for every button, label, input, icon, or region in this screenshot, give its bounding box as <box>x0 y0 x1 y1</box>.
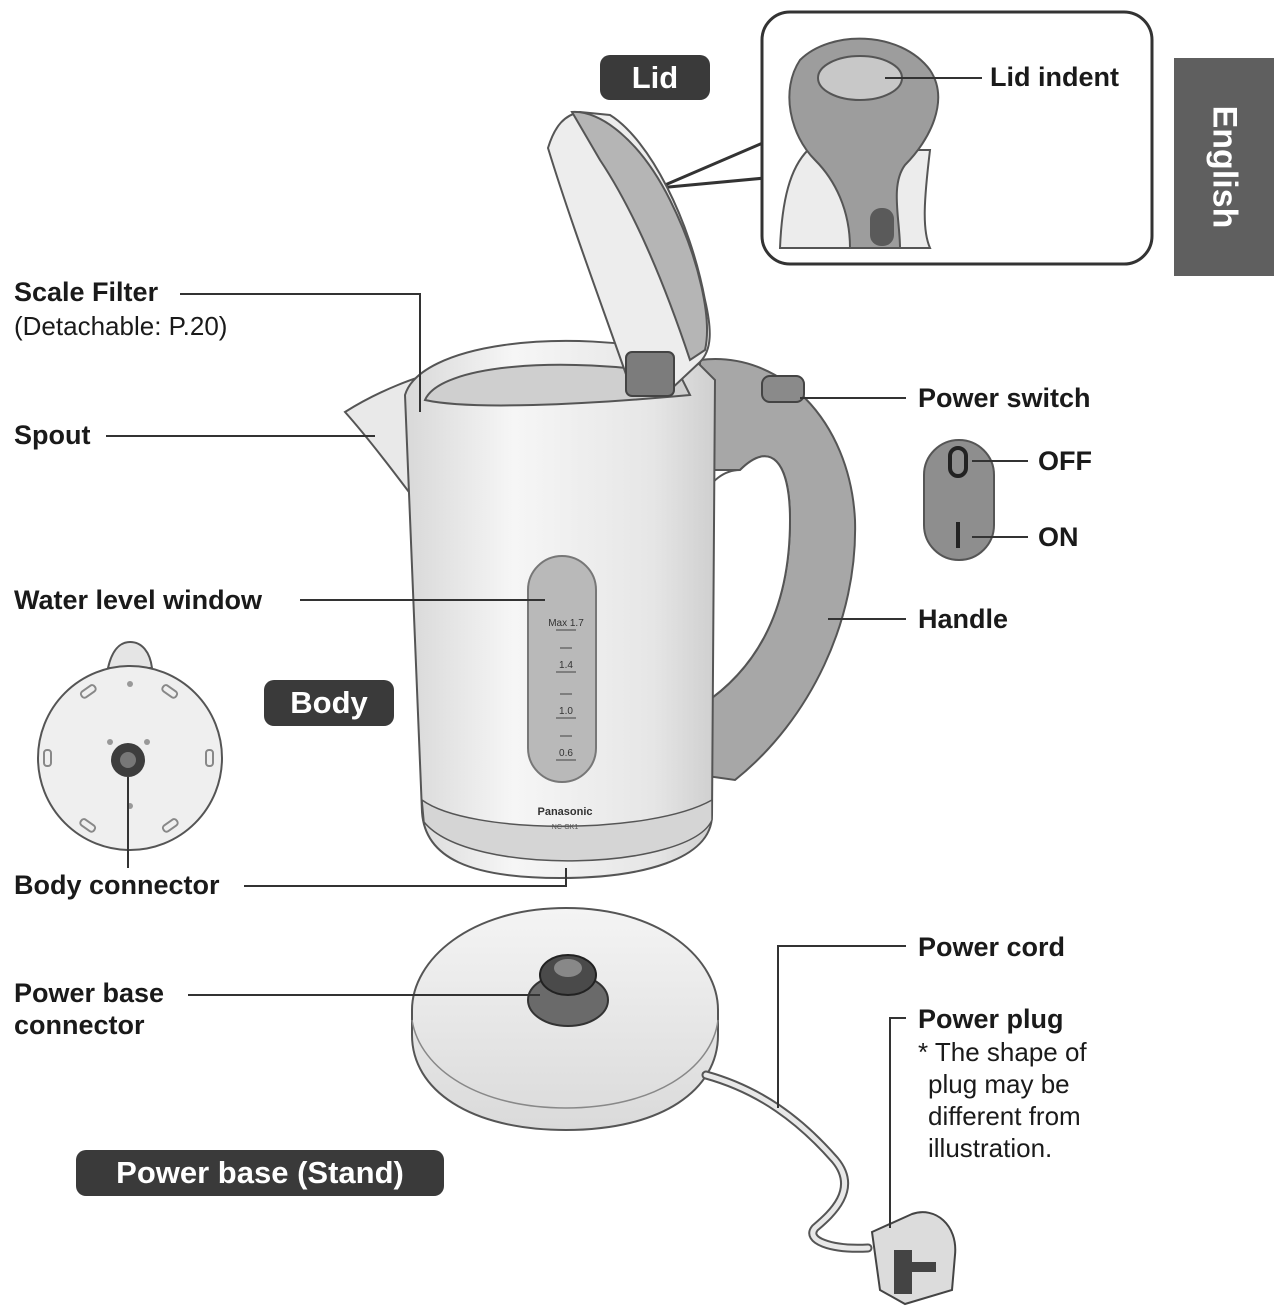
water-level-window <box>527 555 597 783</box>
water-scale-label: 1.0 <box>559 706 573 717</box>
leader-lines <box>106 293 906 1228</box>
water-scale-label: Max 1.7 <box>548 618 584 629</box>
spout-label: Spout <box>14 420 91 450</box>
body-bottom-view <box>37 640 223 868</box>
language-tab-label: English <box>1205 105 1244 229</box>
power-cord-label: Power cord <box>918 932 1066 962</box>
brand-logo-text: Panasonic <box>537 806 592 818</box>
switch-on-label: ON <box>1038 522 1079 552</box>
body-connector-label: Body connector <box>14 870 220 900</box>
body-section-label: Body <box>264 680 394 726</box>
power-plug-label: Power plug <box>918 1004 1064 1034</box>
plug-note-line: plug may be <box>928 1069 1070 1099</box>
lid-section-label: Lid <box>600 55 710 100</box>
power-switch-detail <box>923 439 1028 561</box>
language-tab: English <box>1174 58 1274 276</box>
power-base-connector-label-line1: Power base <box>14 978 165 1008</box>
power-switch-label: Power switch <box>918 383 1091 413</box>
water-scale-label: 1.4 <box>559 660 573 671</box>
water-scale-label: 0.6 <box>559 748 573 759</box>
lid-indent-inset <box>656 10 1154 266</box>
plug-note: * The shape of plug may be different fro… <box>918 1036 1087 1164</box>
scale-filter-label: Scale Filter <box>14 277 159 307</box>
power-base <box>411 906 957 1306</box>
power-base-section-label: Power base (Stand) <box>76 1150 444 1196</box>
plug-note-line: different from <box>928 1101 1081 1131</box>
switch-off-label: OFF <box>1038 446 1092 476</box>
handle-label: Handle <box>918 604 1009 634</box>
plug-note-line: * The shape of <box>918 1037 1087 1067</box>
water-level-window-label: Water level window <box>14 585 263 615</box>
scale-filter-note: (Detachable: P.20) <box>14 311 228 341</box>
power-base-connector-label-line2: connector <box>14 1010 145 1040</box>
model-text: NC-GK1 <box>552 824 579 831</box>
lid-indent-label: Lid indent <box>990 62 1119 92</box>
plug-note-line: illustration. <box>928 1133 1053 1163</box>
